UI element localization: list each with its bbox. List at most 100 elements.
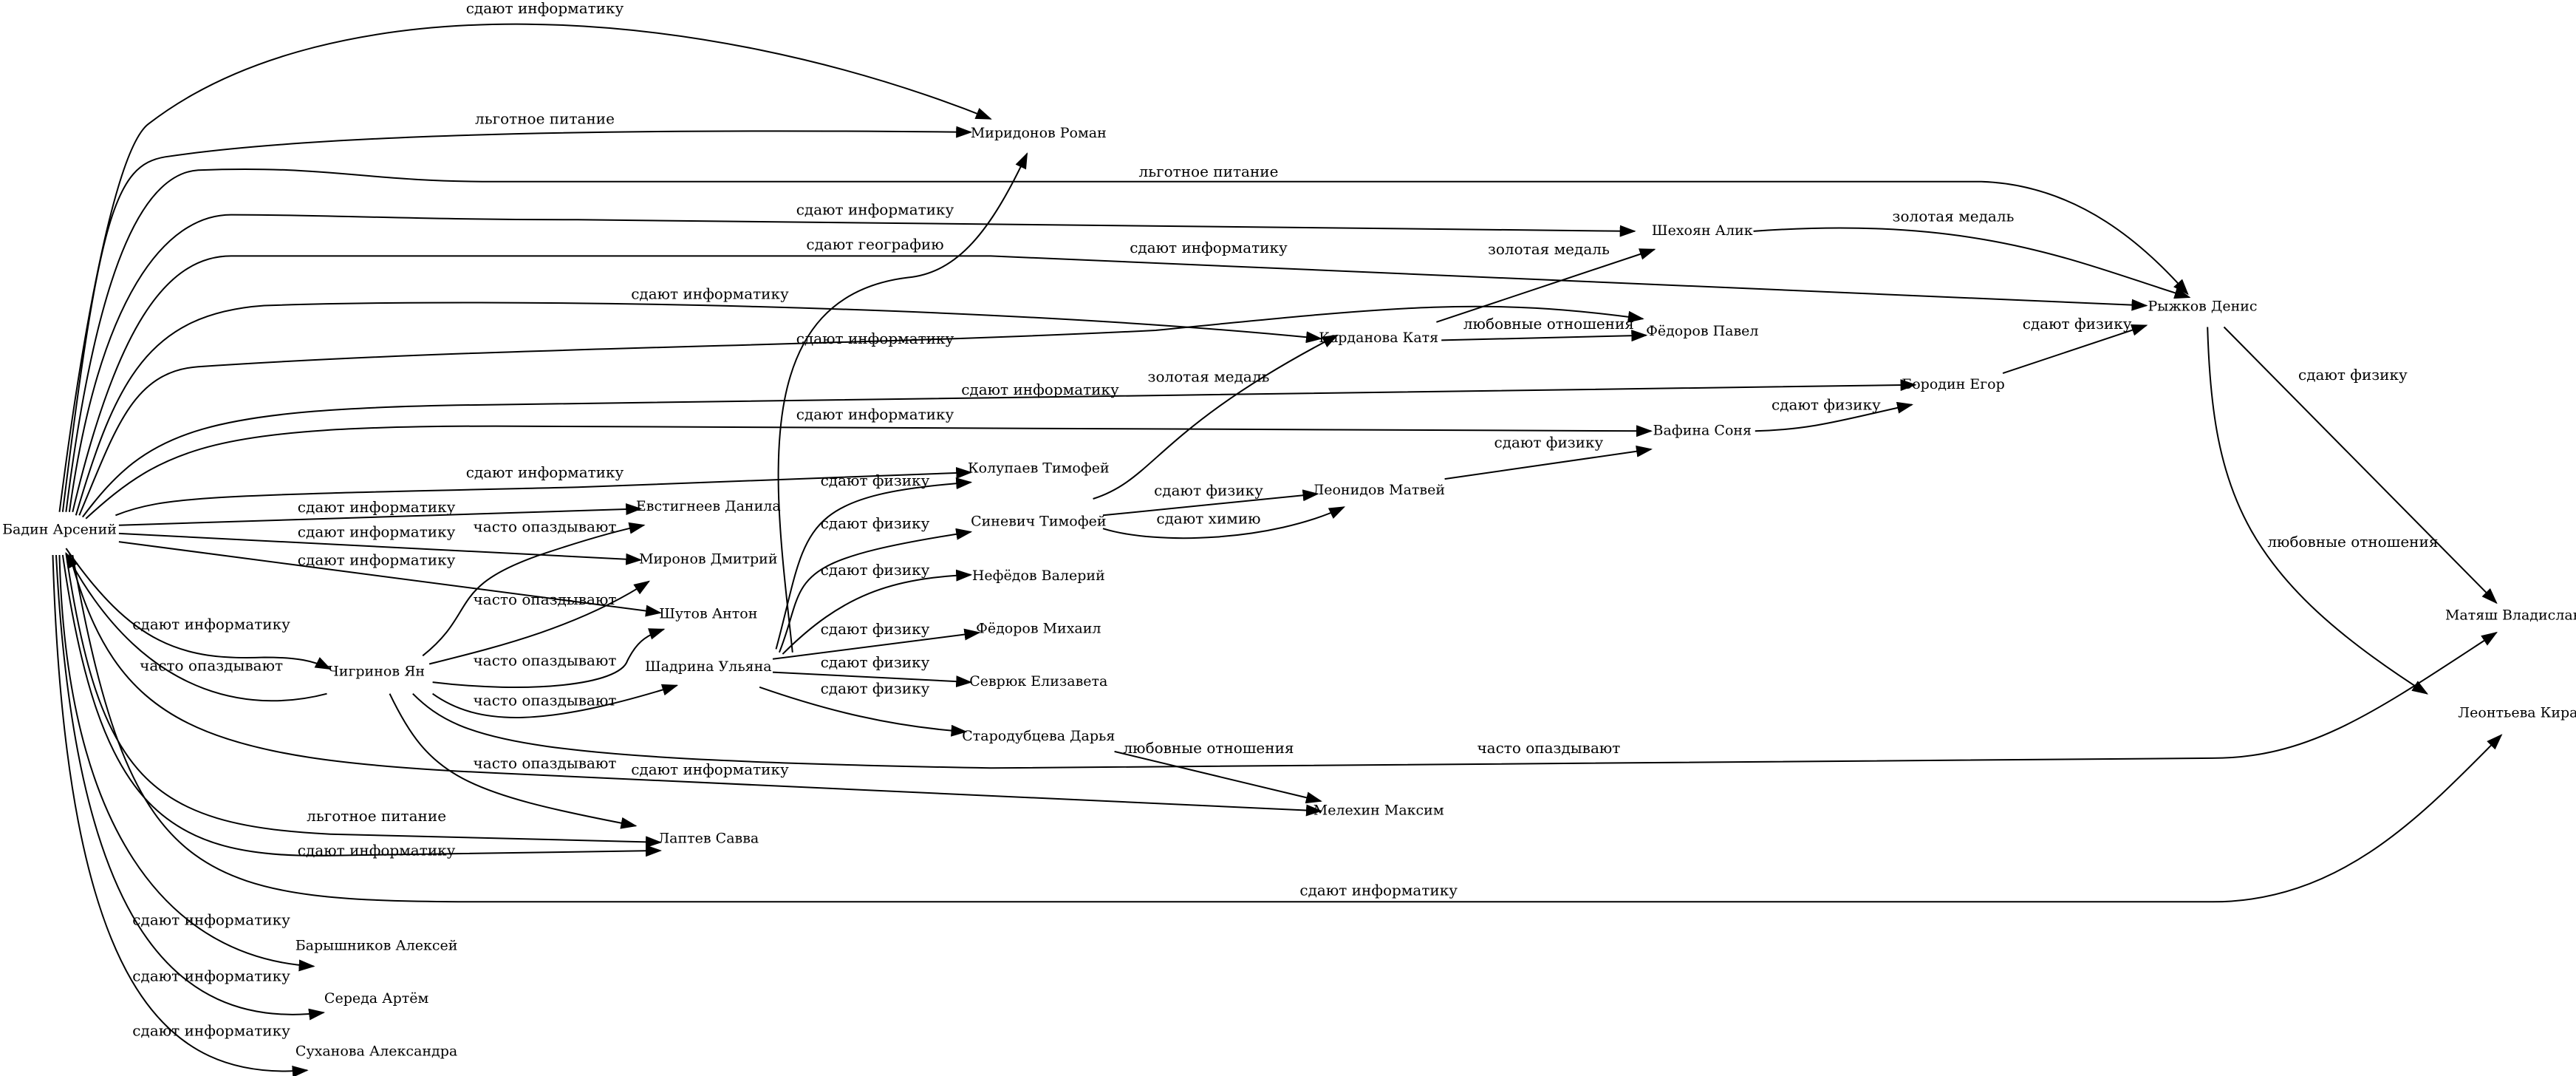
node-badin[interactable]: Бадин Арсений: [2, 521, 117, 537]
edge-leonidov-to-vafina: [1444, 445, 1653, 480]
node-shekhoyan[interactable]: Шехоян Алик: [1652, 222, 1753, 239]
edge-label: сдают информатику: [298, 522, 456, 540]
edge-sinevich-to-leonidov: [1102, 489, 1319, 517]
edge-borodin-to-ryzhkov: [2002, 324, 2148, 375]
edge-label: сдают физику: [2023, 315, 2132, 333]
edge-badin-to-laptev: [61, 554, 662, 857]
edge-label: часто опаздывают: [474, 590, 617, 608]
edge-badin-to-sereda: [55, 554, 326, 1021]
edge-label: часто опаздывают: [474, 754, 617, 772]
edge-badin-to-ryzhkov: [72, 255, 2148, 513]
edge-label: сдают информатику: [796, 201, 954, 219]
edge-badin-to-fedorov_p: [78, 305, 1644, 516]
node-shutov[interactable]: Шутов Антон: [659, 605, 757, 622]
edge-badin-to-mironov: [118, 532, 643, 565]
edge-chigrinov-to-shutov: [432, 628, 666, 688]
edge-label: сдают информатику: [298, 498, 456, 516]
node-kardanova[interactable]: Карданова Катя: [1319, 330, 1438, 346]
node-fedorov_p[interactable]: Фёдоров Павел: [1646, 323, 1758, 339]
node-starodubtseva[interactable]: Стародубцева Дарья: [962, 728, 1115, 744]
edges-layer: [52, 23, 2503, 1076]
node-fedorov_m[interactable]: Фёдоров Михаил: [976, 621, 1101, 637]
node-sereda[interactable]: Середа Артём: [324, 990, 429, 1007]
edge-chigrinov-to-mironov: [428, 580, 651, 665]
edge-label: золотая медаль: [1148, 367, 1270, 385]
node-sukhanova[interactable]: Суханова Александра: [295, 1043, 457, 1060]
edge-label: любовные отношения: [1463, 315, 1634, 333]
edge-ryzhkov-to-matyash: [2223, 326, 2498, 605]
edge-chigrinov-to-shadrina: [432, 684, 679, 718]
edge-label: сдают информатику: [796, 406, 954, 423]
edge-badin-to-miridonov: [58, 23, 992, 512]
edge-label: сдают информатику: [298, 551, 456, 568]
edge-ryzhkov-to-leontieva: [2207, 327, 2429, 695]
edge-label: сдают физику: [2298, 366, 2408, 384]
edge-label: льготное питание: [307, 807, 446, 825]
edge-label: сдают информатику: [132, 911, 290, 929]
node-kolupaev[interactable]: Колупаев Тимофей: [968, 460, 1110, 477]
edge-starodubtseva-to-melekhin: [1114, 750, 1322, 804]
node-baryshnikov[interactable]: Барышников Алексей: [295, 938, 458, 954]
edge-vafina-to-borodin: [1755, 401, 1914, 432]
node-ryzhkov[interactable]: Рыжков Денис: [2148, 299, 2257, 315]
node-sinevich[interactable]: Синевич Тимофей: [971, 513, 1106, 529]
node-mironov[interactable]: Миронов Дмитрий: [639, 551, 777, 568]
edge-badin-to-sukhanova: [52, 554, 309, 1076]
node-borodin[interactable]: Бородин Егор: [1902, 376, 2005, 392]
node-leonidov[interactable]: Леонидов Матвей: [1312, 482, 1445, 498]
edge-badin-to-chigrinov: [65, 548, 332, 670]
edge-label: сдают физику: [1772, 395, 1881, 413]
edge-label: сдают физику: [1154, 482, 1263, 500]
edge-label: сдают информатику: [466, 463, 624, 481]
edge-badin-to-baryshnikov: [58, 554, 315, 972]
edge-label: часто опаздывают: [1477, 739, 1620, 757]
edge-badin-to-melekhin: [68, 553, 1322, 817]
node-evstigneev[interactable]: Евстигнеев Данила: [636, 498, 781, 514]
edge-label: сдают информатику: [631, 760, 789, 778]
edge-label: льготное питание: [475, 110, 615, 128]
edge-label: сдают химию: [1156, 510, 1260, 528]
node-shadrina[interactable]: Шадрина Ульяна: [645, 658, 772, 675]
edge-shadrina-to-sevryuk: [772, 671, 973, 688]
edge-shekhoyan-to-ryzhkov: [1753, 227, 2191, 299]
edge-label: сдают физику: [821, 561, 930, 579]
edge-label: сдают информатику: [132, 616, 290, 633]
edge-label: сдают физику: [821, 620, 930, 638]
edge-chigrinov-to-laptev: [389, 693, 638, 829]
edge-chigrinov-to-matyash: [412, 631, 2498, 769]
node-melekhin[interactable]: Мелехин Максим: [1313, 802, 1444, 818]
edge-label: любовные отношения: [1123, 739, 1294, 757]
edge-badin-to-evstigneev: [118, 503, 643, 526]
edge-label: сдают физику: [821, 514, 930, 532]
edge-badin-to-miridonov: [61, 126, 973, 512]
node-leontieva[interactable]: Леонтьева Кира: [2458, 705, 2576, 721]
edge-label: льготное питание: [1139, 163, 1279, 180]
node-miridonov[interactable]: Миридонов Роман: [971, 125, 1107, 141]
edge-label: сдают информатику: [132, 967, 290, 985]
node-chigrinov[interactable]: Чигринов Ян: [328, 664, 425, 680]
edge-badin-to-kardanova: [75, 302, 1322, 516]
edge-shadrina-to-sinevich: [778, 528, 973, 653]
node-vafina[interactable]: Вафина Соня: [1653, 422, 1752, 438]
edge-sinevich-to-leonidov: [1102, 506, 1346, 539]
edge-label: часто опаздывают: [140, 656, 283, 674]
edge-shadrina-to-miridonov: [777, 152, 1028, 653]
node-laptev[interactable]: Лаптев Савва: [657, 830, 759, 846]
edge-shadrina-to-nefedov: [782, 569, 973, 655]
edge-label: сдают информатику: [298, 842, 456, 859]
edge-label: сдают информатику: [132, 1021, 290, 1039]
edge-label: часто опаздывают: [474, 691, 617, 709]
node-sevryuk[interactable]: Севрюк Елизавета: [969, 673, 1107, 689]
edge-label: сдают информатику: [631, 285, 789, 303]
edge-label: сдают физику: [821, 680, 930, 698]
edge-badin-to-laptev: [65, 553, 662, 848]
edge-label: золотая медаль: [1893, 208, 2015, 225]
node-matyash[interactable]: Матяш Владислав: [2445, 607, 2576, 624]
edge-label: сдают информатику: [1299, 881, 1458, 899]
node-nefedov[interactable]: Нефёдов Валерий: [972, 568, 1105, 584]
edge-badin-to-vafina: [85, 425, 1653, 520]
edge-sinevich-to-kardanova: [1093, 334, 1339, 500]
edge-label: сдают информатику: [1130, 239, 1288, 256]
